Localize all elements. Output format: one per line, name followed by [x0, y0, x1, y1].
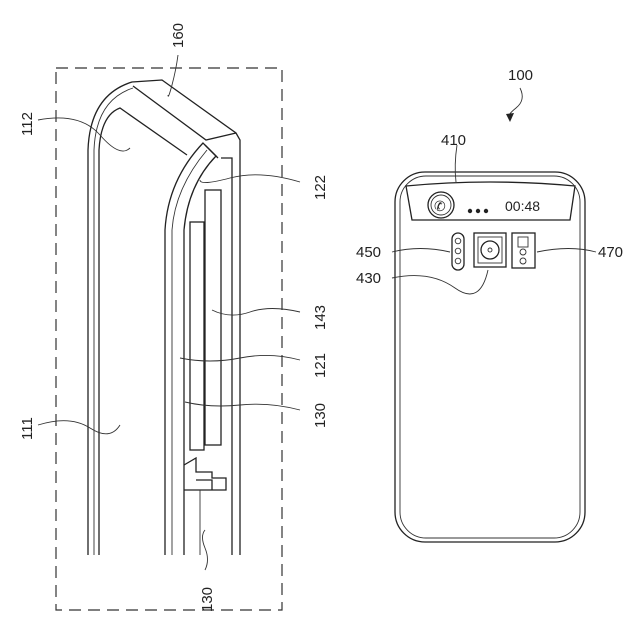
flash-450: [451, 232, 465, 271]
display-time: 00:48: [505, 198, 540, 214]
housing-outline: [87, 79, 241, 555]
rear-view: 100 ✆ 00:48 410 450 430 470: [356, 67, 623, 543]
ellipsis-dots: [467, 208, 489, 214]
device-body: [394, 171, 586, 543]
label-470: 470: [598, 244, 623, 261]
label-410: 410: [441, 132, 466, 149]
component-121: [189, 221, 205, 451]
label-100: 100: [508, 67, 533, 84]
bracket-130: [183, 456, 227, 491]
label-122: 122: [312, 175, 329, 200]
svg-text:✆: ✆: [434, 198, 446, 214]
phone-icon: [427, 191, 455, 219]
side-view: 160 112 122 143 121 130 111 130: [19, 23, 329, 612]
label-450: 450: [356, 244, 381, 261]
detail-boundary-dashed: [55, 67, 283, 611]
component-143: [204, 189, 222, 446]
label-130: 130: [312, 403, 329, 428]
label-143: 143: [312, 305, 329, 330]
label-112: 112: [19, 112, 36, 136]
label-160: 160: [170, 23, 187, 48]
sensor-470: [511, 232, 536, 269]
camera-430: [473, 232, 507, 268]
label-430: 430: [356, 270, 381, 287]
label-130-bottom: 130: [199, 587, 216, 612]
label-121: 121: [312, 353, 329, 378]
rear-display-410: [405, 181, 576, 221]
display-panel-112: [98, 107, 188, 555]
label-111: 111: [19, 417, 36, 440]
